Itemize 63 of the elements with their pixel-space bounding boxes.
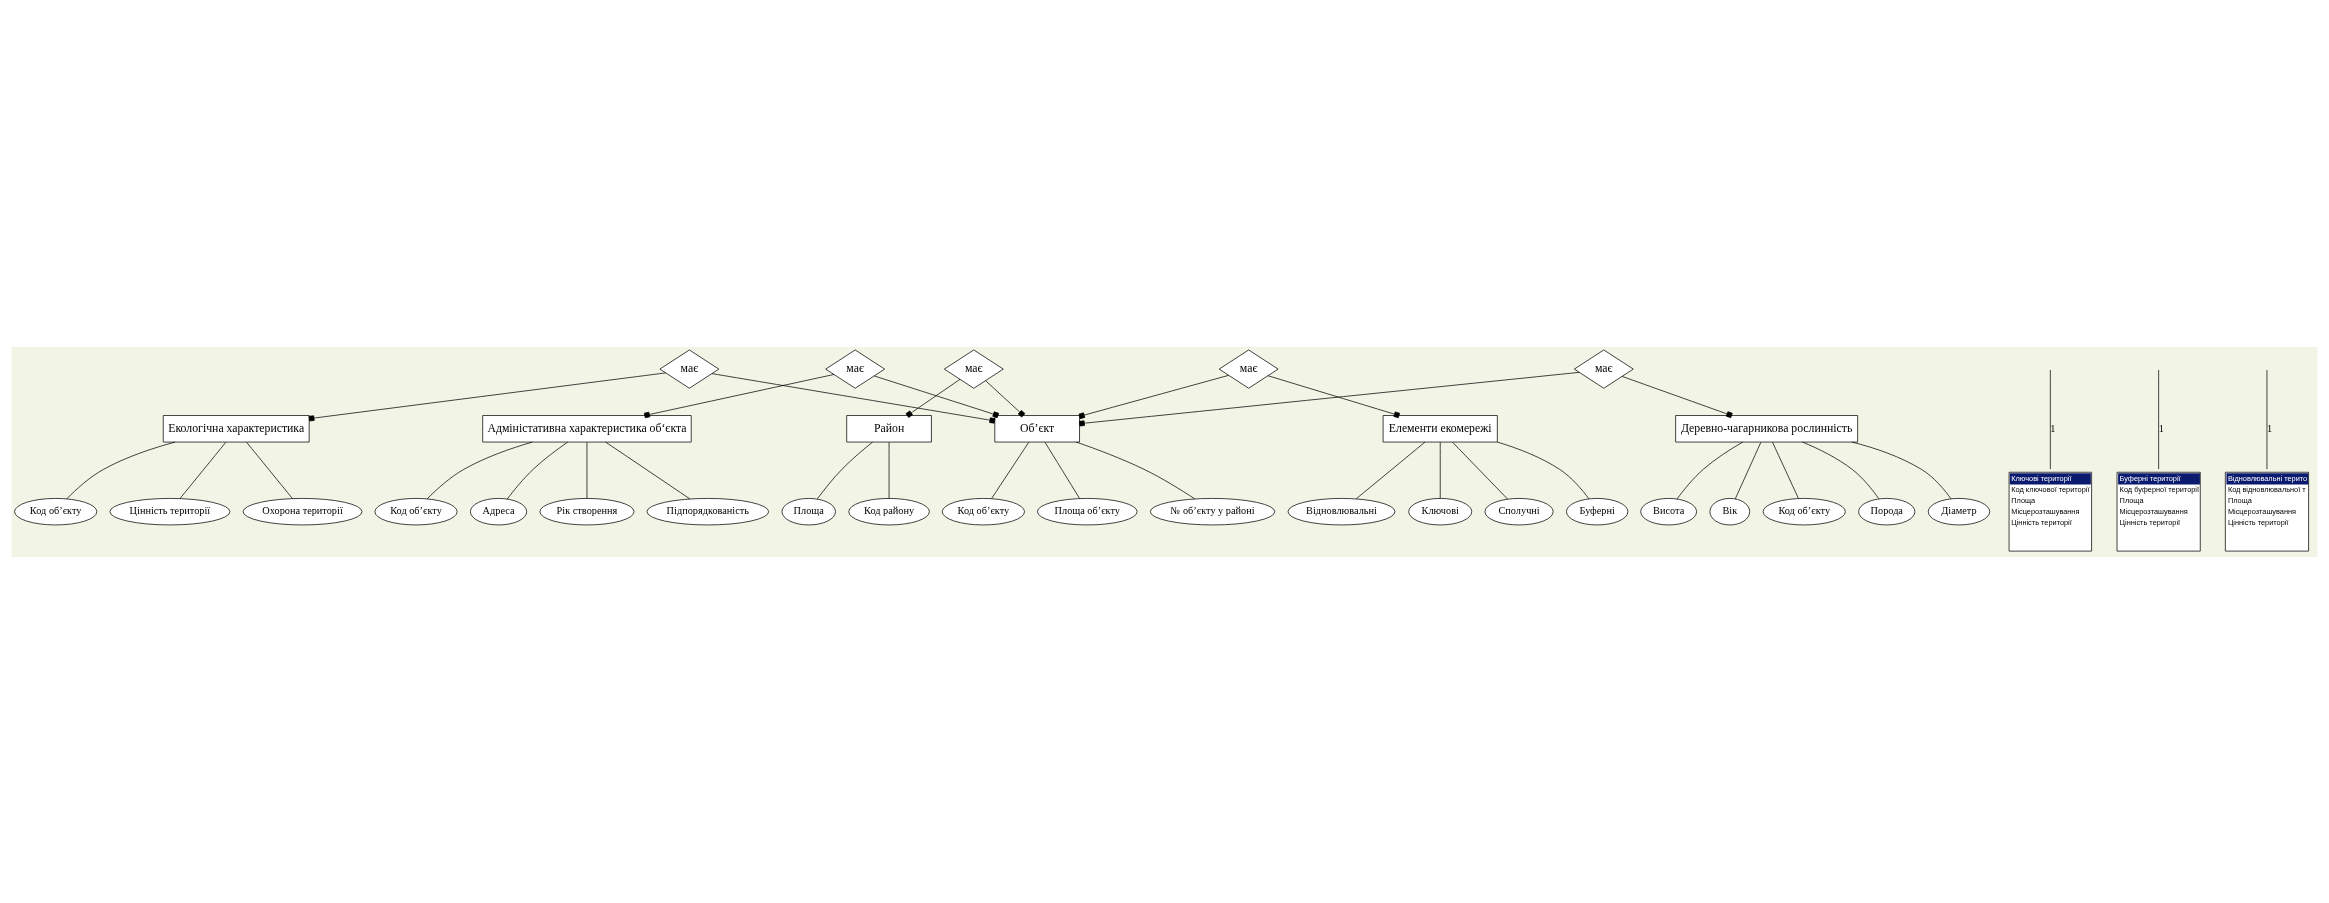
node-ellipse: Відновлювальні [1287,497,1396,525]
node-ellipse: Площа об’єкту [1037,497,1138,525]
node-box: Об’єкт [994,414,1080,442]
edge-label: 1 [2050,422,2056,434]
connector [711,372,996,424]
connector [426,441,533,499]
node-ellipse: Площа [781,497,836,525]
connector [991,441,1030,499]
connector [643,373,835,418]
connector [506,441,569,499]
edge-label: 1 [2158,422,2164,434]
edge-label: 1 [2266,422,2273,434]
node-ellipse: Код об’єкту [941,497,1025,525]
connector [586,441,588,499]
node-diamond: має [659,349,720,389]
node-ellipse: Діаметр [1927,497,1991,525]
connector [1452,441,1508,499]
node-ellipse: Цінність території [109,497,231,525]
connector [817,441,873,499]
node-ellipse: Код об’єкту [14,497,98,525]
node-diamond: має [1573,349,1634,389]
node-ellipse: Вік [1709,497,1751,525]
connector [1621,375,1733,418]
node-ellipse: Рік створення [539,497,635,525]
connector [1851,441,1952,499]
connector [873,375,1000,418]
node-ellipse: Підпорядкованість [646,497,770,525]
node-ellipse: Ключові [1408,497,1473,525]
connector [1676,441,1744,499]
connector [246,441,293,499]
connector [179,441,227,499]
node-ellipse: Буферні [1566,497,1629,525]
node-ellipse: Код об’єкту [374,497,458,525]
node-ellipse: Код об’єкту [1762,497,1846,525]
node-ellipse: № об’єкту у районі [1149,497,1276,525]
node-diamond: має [825,349,885,389]
node-ellipse: Охорона території [242,497,363,525]
node-ellipse: Код району [848,497,930,525]
connector [1044,441,1080,499]
connector [1355,441,1426,499]
connector [605,441,691,499]
connector [1802,441,1880,499]
connector [1267,374,1401,418]
node-box: Екологічна характеристика [162,414,310,442]
connector [66,441,176,499]
connector [1496,441,1590,499]
connector [1075,441,1196,499]
node-ellipse: Порода [1858,497,1916,525]
connector [1078,374,1229,419]
connector [985,379,1026,417]
node-ellipse: Висота [1640,497,1697,525]
node-box: Район [846,414,932,442]
connector [905,378,961,418]
node-diamond: має [943,349,1004,389]
connector [1734,441,1762,499]
connector [1772,441,1799,499]
connector [888,441,890,499]
node-ellipse: Адреса [470,497,528,525]
node-ellipse: Сполучні [1484,497,1554,525]
connector [1439,441,1441,499]
connector [1079,371,1580,426]
connector [308,372,667,421]
node-diamond: має [1218,349,1279,389]
